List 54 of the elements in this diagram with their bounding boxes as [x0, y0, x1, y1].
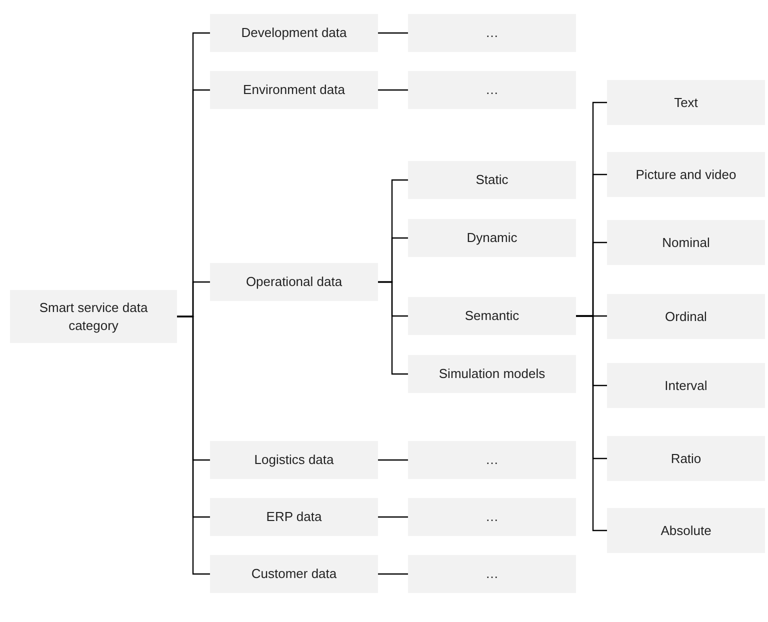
box-label: …: [486, 565, 498, 583]
category-box: [408, 498, 576, 536]
connector-line: [378, 32, 408, 34]
category-box: [408, 555, 576, 593]
box-label: Operational data: [246, 273, 342, 291]
category-box: [210, 14, 378, 52]
box-label: Dynamic: [466, 229, 518, 247]
connector-line: [378, 459, 408, 461]
box-label: …: [486, 451, 498, 469]
category-box: [408, 14, 576, 52]
category-box: [607, 363, 765, 408]
box-label: Ratio: [670, 450, 702, 468]
category-box: [408, 71, 576, 109]
connector-line: [378, 89, 408, 91]
category-box: [10, 290, 177, 343]
box-label: Ordinal: [665, 308, 707, 326]
box-label: Absolute: [660, 522, 712, 540]
connector-line: [378, 573, 408, 575]
box-label: ERP data: [266, 508, 322, 526]
box-label: …: [486, 508, 498, 526]
box-label: Semantic: [464, 307, 520, 325]
category-box: [408, 297, 576, 335]
box-label: …: [486, 24, 498, 42]
category-box: [408, 161, 576, 199]
category-box: [607, 80, 765, 125]
connector-line: [576, 315, 607, 532]
category-box: [210, 555, 378, 593]
category-box: [408, 219, 576, 257]
box-label: Smart service data category: [38, 298, 149, 334]
box-label: Customer data: [251, 565, 337, 583]
category-box: [408, 355, 576, 393]
connector-line: [177, 316, 210, 575]
connector-line: [378, 281, 408, 375]
box-label: Nominal: [662, 234, 710, 252]
box-label: Text: [674, 94, 698, 112]
box-label: Static: [476, 171, 508, 189]
category-box: [607, 152, 765, 197]
category-box: [607, 220, 765, 265]
category-box: [408, 441, 576, 479]
box-label: …: [486, 81, 498, 99]
category-box: [607, 436, 765, 481]
box-label: Interval: [664, 376, 708, 394]
category-box: [607, 294, 765, 339]
connector-line: [378, 516, 408, 518]
category-box: [210, 263, 378, 301]
box-label: Picture and video: [636, 166, 736, 184]
category-box: [607, 508, 765, 553]
category-box: [210, 498, 378, 536]
box-label: Environment data: [243, 81, 345, 99]
category-box: [210, 441, 378, 479]
category-box: [210, 71, 378, 109]
box-label: Logistics data: [254, 451, 334, 469]
box-label: Simulation models: [438, 365, 546, 383]
box-label: Development data: [241, 24, 347, 42]
